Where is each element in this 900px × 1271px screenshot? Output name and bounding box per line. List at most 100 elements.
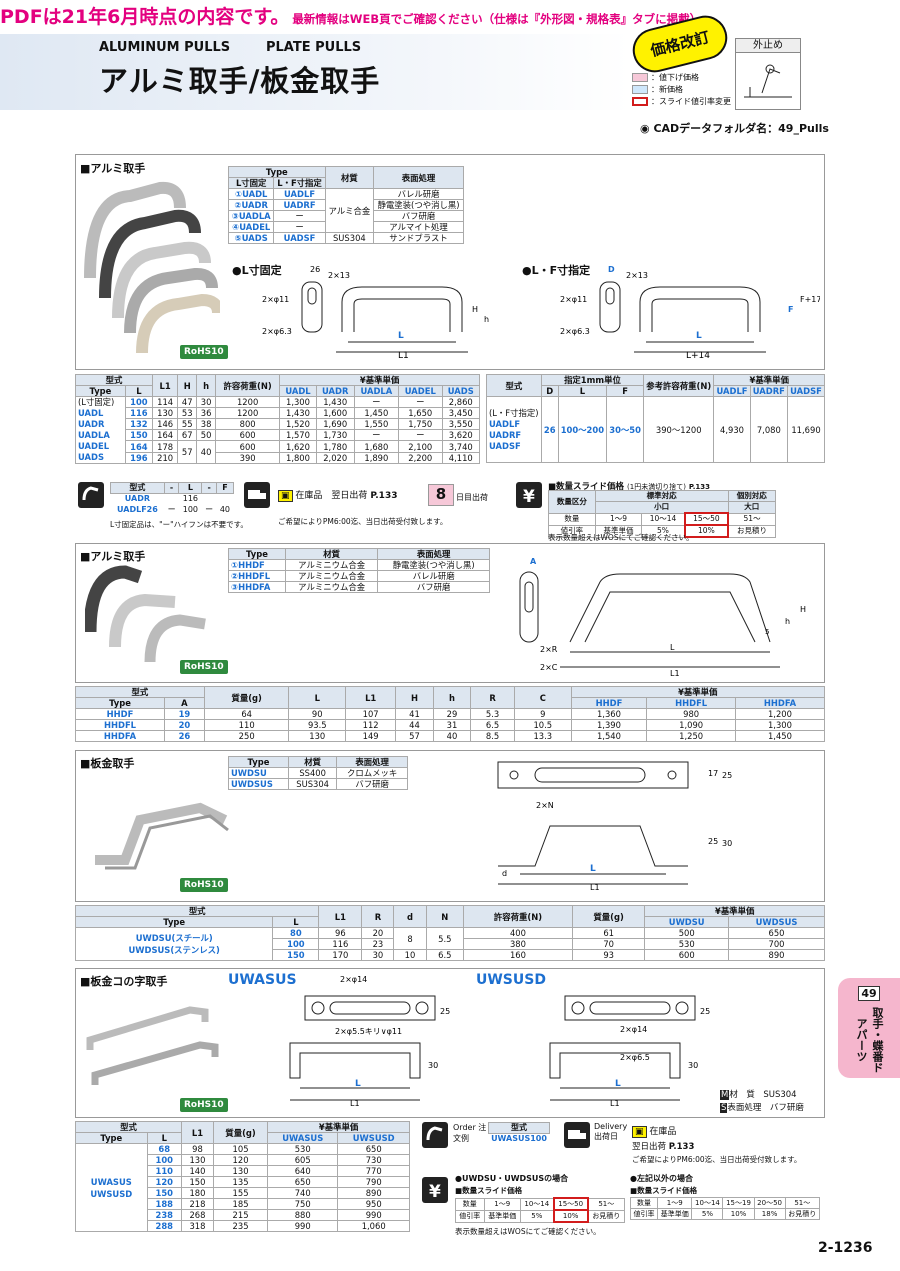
svg-text:L: L bbox=[696, 331, 702, 341]
svg-text:25: 25 bbox=[700, 1007, 710, 1016]
delivery-label: Delivery 出荷日 bbox=[594, 1122, 628, 1141]
mount-type-label: 外止め bbox=[736, 39, 800, 53]
section-plate-pulls bbox=[75, 750, 825, 902]
price-legend: ：値下げ価格 ：新価格 ：スライド値引率変更 bbox=[632, 72, 731, 108]
section1-title: ■アルミ取手 bbox=[80, 162, 146, 175]
svg-text:2×φ11: 2×φ11 bbox=[560, 295, 587, 304]
uwasus-order-example: 型式 UWASUS100 bbox=[488, 1122, 550, 1145]
title-en-plate: PLATE PULLS bbox=[266, 40, 362, 55]
svg-text:L1: L1 bbox=[670, 669, 680, 678]
svg-text:2×φ6.3: 2×φ6.3 bbox=[262, 327, 292, 336]
rohs-badge-1: RoHS10 bbox=[180, 345, 228, 359]
svg-text:2×C: 2×C bbox=[540, 663, 558, 672]
hhdf-handles-photo bbox=[85, 565, 206, 663]
svg-text:30: 30 bbox=[722, 839, 732, 848]
delivery-note: ご希望によりPM6:00迄、当日出荷受付致します。 bbox=[278, 517, 448, 526]
section3-title: ■板金取手 bbox=[80, 757, 135, 770]
outside-mount-icon bbox=[744, 64, 792, 98]
page-title: アルミ取手/板金取手 bbox=[99, 64, 381, 98]
mount-type-box: 外止め bbox=[735, 38, 801, 110]
section-aluminum-pulls-2 bbox=[75, 543, 825, 683]
page-number: 2-1236 bbox=[818, 1240, 873, 1256]
svg-text:F: F bbox=[788, 305, 793, 314]
svg-text:2×N: 2×N bbox=[536, 801, 554, 810]
svg-text:25: 25 bbox=[440, 1007, 450, 1016]
title-en-aluminum: ALUMINUM PULLS bbox=[99, 40, 231, 55]
svg-text:17: 17 bbox=[708, 769, 718, 778]
svg-text:2×R: 2×R bbox=[540, 645, 558, 654]
svg-text:2×φ6.5: 2×φ6.5 bbox=[620, 1053, 650, 1062]
uwasus-label: UWASUS bbox=[228, 972, 297, 988]
title-band bbox=[0, 34, 630, 110]
box-icon: ▣ bbox=[278, 490, 293, 502]
section2-title: ■アルミ取手 bbox=[80, 550, 146, 563]
uad-handles-photo bbox=[84, 181, 220, 354]
delivery-truck-icon bbox=[244, 482, 270, 508]
delivery-info: ▣ 在庫品 翌日出荷 P.133 bbox=[278, 488, 397, 502]
slide-foot-2: 表示数量超えはWOSにてご確認ください。 bbox=[455, 1227, 601, 1236]
slide1-title: ■数量スライド価格 bbox=[455, 1186, 523, 1195]
top-banner: PDFは21年6月時点の内容です。 最新情報はWEB頁でご確認ください（仕様は『… bbox=[0, 0, 900, 34]
uwasus-handles-photo bbox=[86, 1006, 219, 1085]
cad-folder: ◉ CADデータフォルダ名：49_Pulls bbox=[640, 122, 829, 135]
section-u-plate-pulls bbox=[75, 968, 825, 1118]
uwsusd-label: UWSUSD bbox=[476, 972, 546, 988]
delivery-days: 8 bbox=[428, 484, 454, 506]
svg-text:¥: ¥ bbox=[523, 487, 535, 507]
rohs-badge-3: RoHS10 bbox=[180, 878, 228, 892]
svg-text:L: L bbox=[398, 331, 404, 341]
svg-text:D: D bbox=[608, 265, 615, 274]
label-lf-spec: ●L・F寸指定 bbox=[522, 264, 591, 277]
svg-text:H: H bbox=[800, 605, 806, 614]
svg-text:d: d bbox=[502, 869, 507, 878]
svg-text:L1: L1 bbox=[398, 351, 409, 361]
svg-text:h: h bbox=[785, 617, 790, 626]
svg-text:L1: L1 bbox=[610, 1099, 620, 1108]
order-phone-icon-2 bbox=[422, 1122, 448, 1148]
section-aluminum-pulls-1 bbox=[75, 154, 825, 370]
slide-foot: 表示数量超えはWOSにてご確認ください。 bbox=[548, 533, 694, 542]
category-tab-number: 49 bbox=[858, 986, 880, 1001]
svg-text:30: 30 bbox=[428, 1061, 438, 1070]
s4-material: M材 質 SUS304 bbox=[720, 1090, 797, 1100]
delivery-note-2: ご希望によりPM6:00迄、当日出荷受付致します。 bbox=[632, 1155, 802, 1164]
svg-text:L1: L1 bbox=[590, 883, 600, 892]
svg-text:2×φ5.5キリ∨φ11: 2×φ5.5キリ∨φ11 bbox=[335, 1027, 402, 1036]
legend-swatch-down bbox=[632, 73, 648, 82]
label-l-fixed: ●L寸固定 bbox=[232, 264, 282, 277]
order-note: L寸固定品は、"ー"ハイフンは不要です。 bbox=[110, 520, 248, 529]
order-phone-icon bbox=[78, 482, 104, 508]
svg-text:H: H bbox=[472, 305, 478, 314]
svg-text:2×φ14: 2×φ14 bbox=[620, 1025, 647, 1034]
svg-text:L: L bbox=[590, 864, 596, 874]
svg-text:25: 25 bbox=[708, 837, 718, 846]
svg-text:A: A bbox=[530, 557, 537, 566]
svg-text:2×φ11: 2×φ11 bbox=[262, 295, 289, 304]
delivery-info-2: ▣ 在庫品 bbox=[632, 1124, 676, 1138]
svg-text:2×13: 2×13 bbox=[328, 271, 350, 280]
slide2-case: ●左記以外の場合 bbox=[630, 1174, 693, 1183]
svg-text:2×φ14: 2×φ14 bbox=[340, 975, 367, 984]
rohs-badge-4: RoHS10 bbox=[180, 1098, 228, 1112]
slide1-case: ●UWDSU・UWDSUSの場合 bbox=[455, 1174, 569, 1183]
delivery-next-2: 翌日出荷 P.133 bbox=[632, 1142, 695, 1152]
slide2-title: ■数量スライド価格 bbox=[630, 1186, 698, 1195]
delivery-days-label: 日目出荷 bbox=[456, 493, 488, 502]
svg-text:¥: ¥ bbox=[429, 1182, 441, 1202]
yen-icon-2: ¥ bbox=[422, 1177, 448, 1203]
svg-text:5: 5 bbox=[765, 628, 769, 636]
